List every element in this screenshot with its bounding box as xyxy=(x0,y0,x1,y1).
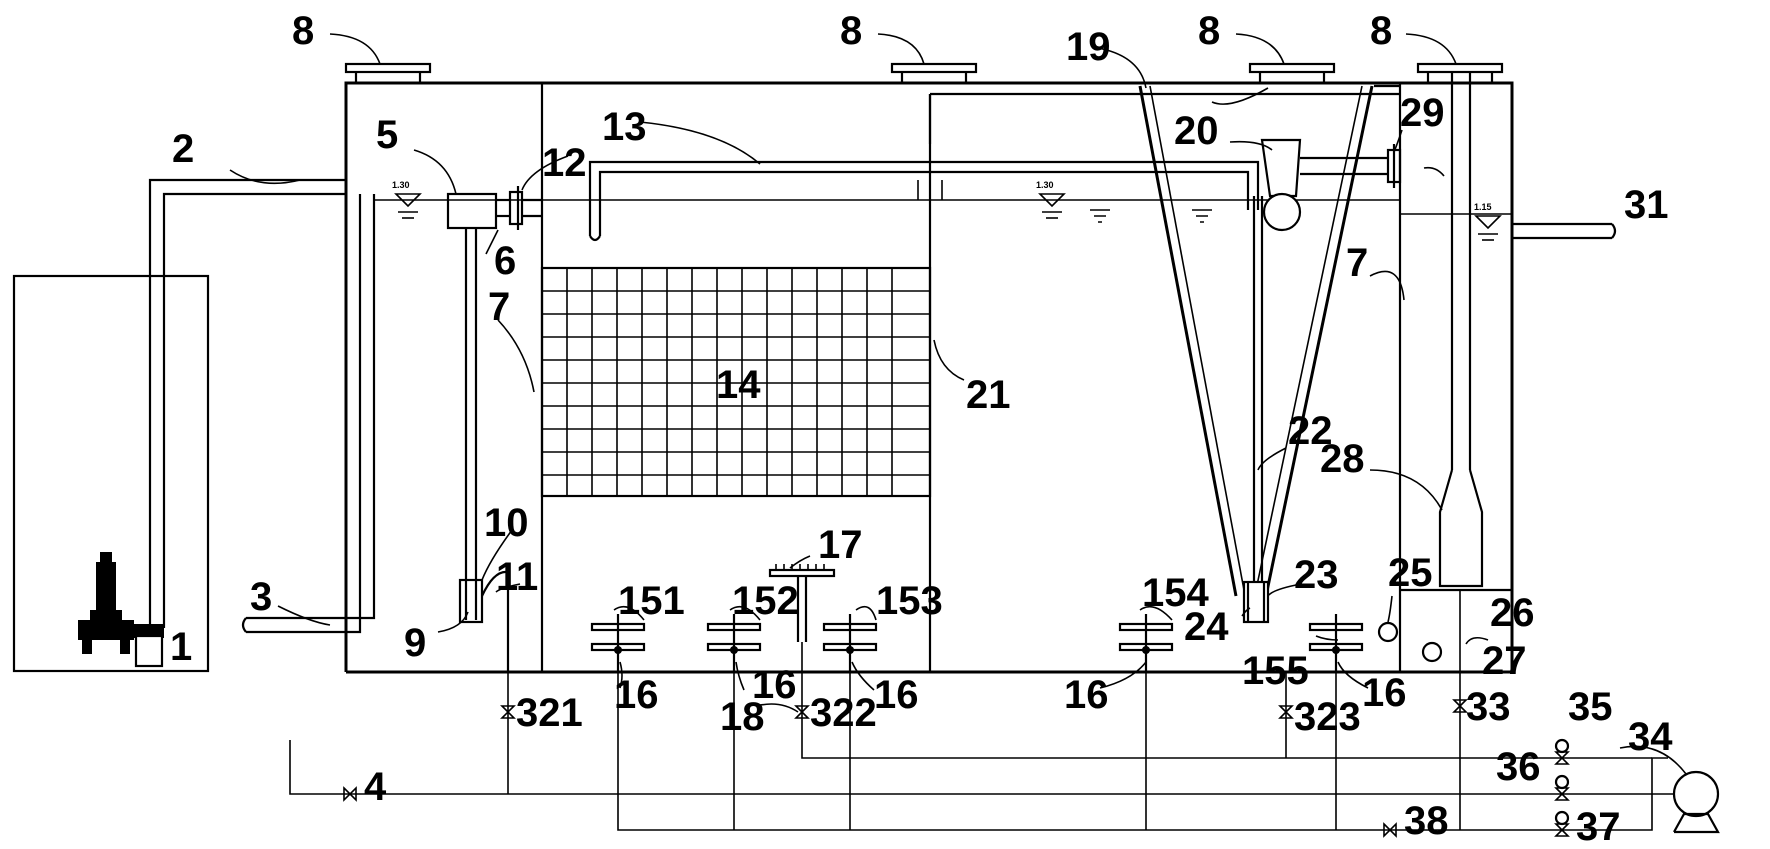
label-31: 31 xyxy=(1624,183,1669,227)
manhole-cover-8b xyxy=(890,62,978,83)
valve-322 xyxy=(794,705,810,719)
label-29: 29 xyxy=(1400,91,1445,135)
valve-35 xyxy=(1554,738,1570,765)
valve-37 xyxy=(1554,810,1570,837)
label-8c: 8 xyxy=(1198,9,1220,53)
outlet-pipe-28 xyxy=(1438,72,1484,588)
valve-4 xyxy=(343,786,357,802)
label-25: 25 xyxy=(1388,551,1433,595)
valve-36 xyxy=(1554,774,1570,801)
airlift-head-20 xyxy=(1260,138,1445,232)
label-16e: 16 xyxy=(1362,671,1407,715)
valve-38 xyxy=(1383,822,1397,838)
outlet-pipe-31 xyxy=(1512,222,1617,240)
label-22: 22 xyxy=(1288,409,1333,453)
aerator-154 xyxy=(1118,614,1174,672)
label-323: 323 xyxy=(1294,695,1361,739)
label-23: 23 xyxy=(1294,553,1339,597)
label-16d: 16 xyxy=(1064,673,1109,717)
pipe-11 xyxy=(481,570,510,672)
pipe-13 xyxy=(588,160,1260,242)
water-level-mark-4: 1.15 xyxy=(1474,202,1502,241)
label-154: 154 xyxy=(1142,571,1209,615)
label-34: 34 xyxy=(1628,715,1673,759)
label-21: 21 xyxy=(966,373,1011,417)
label-9: 9 xyxy=(404,621,426,665)
manhole-cover-8a xyxy=(344,62,432,83)
label-16a: 16 xyxy=(614,673,659,717)
water-level-mark-3 xyxy=(1090,209,1212,223)
label-24: 24 xyxy=(1184,605,1229,649)
label-153: 153 xyxy=(876,579,943,623)
leader-lines xyxy=(229,33,1687,775)
inlet-pipe-2 xyxy=(148,178,346,628)
circle-25 xyxy=(1377,621,1399,643)
valve-323 xyxy=(1278,705,1294,719)
label-155: 155 xyxy=(1242,649,1309,693)
pipe-22 xyxy=(1252,196,1264,590)
label-3: 3 xyxy=(250,575,272,619)
svg-text:1.30: 1.30 xyxy=(392,180,410,190)
label-2: 2 xyxy=(172,127,194,171)
label-20: 20 xyxy=(1174,109,1219,153)
label-38: 38 xyxy=(1404,799,1449,843)
label-33: 33 xyxy=(1466,685,1511,729)
valve-33 xyxy=(1452,699,1468,713)
label-5: 5 xyxy=(376,113,398,157)
manhole-cover-8d xyxy=(1416,62,1504,83)
circle-26 xyxy=(1421,641,1443,663)
label-16c: 16 xyxy=(874,673,919,717)
valve-321 xyxy=(500,705,516,719)
label-1: 1 xyxy=(170,625,192,669)
downcomer-pipe-10 xyxy=(458,228,484,624)
label-35: 35 xyxy=(1568,685,1613,729)
pipe-3 xyxy=(241,194,376,634)
filler-media-14 xyxy=(540,266,932,498)
water-level-mark-1: 1.30 xyxy=(392,180,422,219)
distribution-box-5 xyxy=(446,186,542,230)
label-8a: 8 xyxy=(292,9,314,53)
aerator-155 xyxy=(1308,614,1364,672)
label-14: 14 xyxy=(716,363,761,407)
label-28: 28 xyxy=(1320,437,1365,481)
label-7a: 7 xyxy=(488,285,510,329)
label-10: 10 xyxy=(484,501,529,545)
water-level-mark-2: 1.30 xyxy=(1036,180,1066,219)
label-152: 152 xyxy=(732,579,799,623)
label-12: 12 xyxy=(542,141,587,185)
fitting-23-24 xyxy=(1242,580,1270,624)
label-6: 6 xyxy=(494,239,516,283)
aerator-152 xyxy=(706,614,762,672)
label-151: 151 xyxy=(618,579,685,623)
label-322: 322 xyxy=(810,691,877,735)
svg-text:1.30: 1.30 xyxy=(1036,180,1054,190)
submersible-pump-1 xyxy=(78,552,164,668)
label-18: 18 xyxy=(720,695,765,739)
label-16b: 16 xyxy=(752,663,797,707)
hopper-walls-19-20 xyxy=(1138,84,1400,597)
label-321: 321 xyxy=(516,691,583,735)
blower-34 xyxy=(1652,770,1720,834)
label-17: 17 xyxy=(818,523,863,567)
sump-tank xyxy=(12,274,210,673)
aerator-151 xyxy=(590,614,646,672)
label-7b: 7 xyxy=(1346,241,1368,285)
label-11: 11 xyxy=(496,555,538,599)
label-8b: 8 xyxy=(840,9,862,53)
label-26: 26 xyxy=(1490,591,1535,635)
label-8d: 8 xyxy=(1370,9,1392,53)
label-13: 13 xyxy=(602,105,647,149)
aerator-153 xyxy=(822,614,878,672)
label-19: 19 xyxy=(1066,25,1111,69)
bottom-piping xyxy=(289,590,1668,831)
label-37: 37 xyxy=(1576,805,1621,849)
label-27: 27 xyxy=(1482,639,1527,683)
label-4: 4 xyxy=(364,765,387,809)
rake-17 xyxy=(768,564,836,642)
manhole-cover-8c xyxy=(1248,62,1336,83)
svg-text:1.15: 1.15 xyxy=(1474,202,1492,212)
label-36: 36 xyxy=(1496,745,1541,789)
